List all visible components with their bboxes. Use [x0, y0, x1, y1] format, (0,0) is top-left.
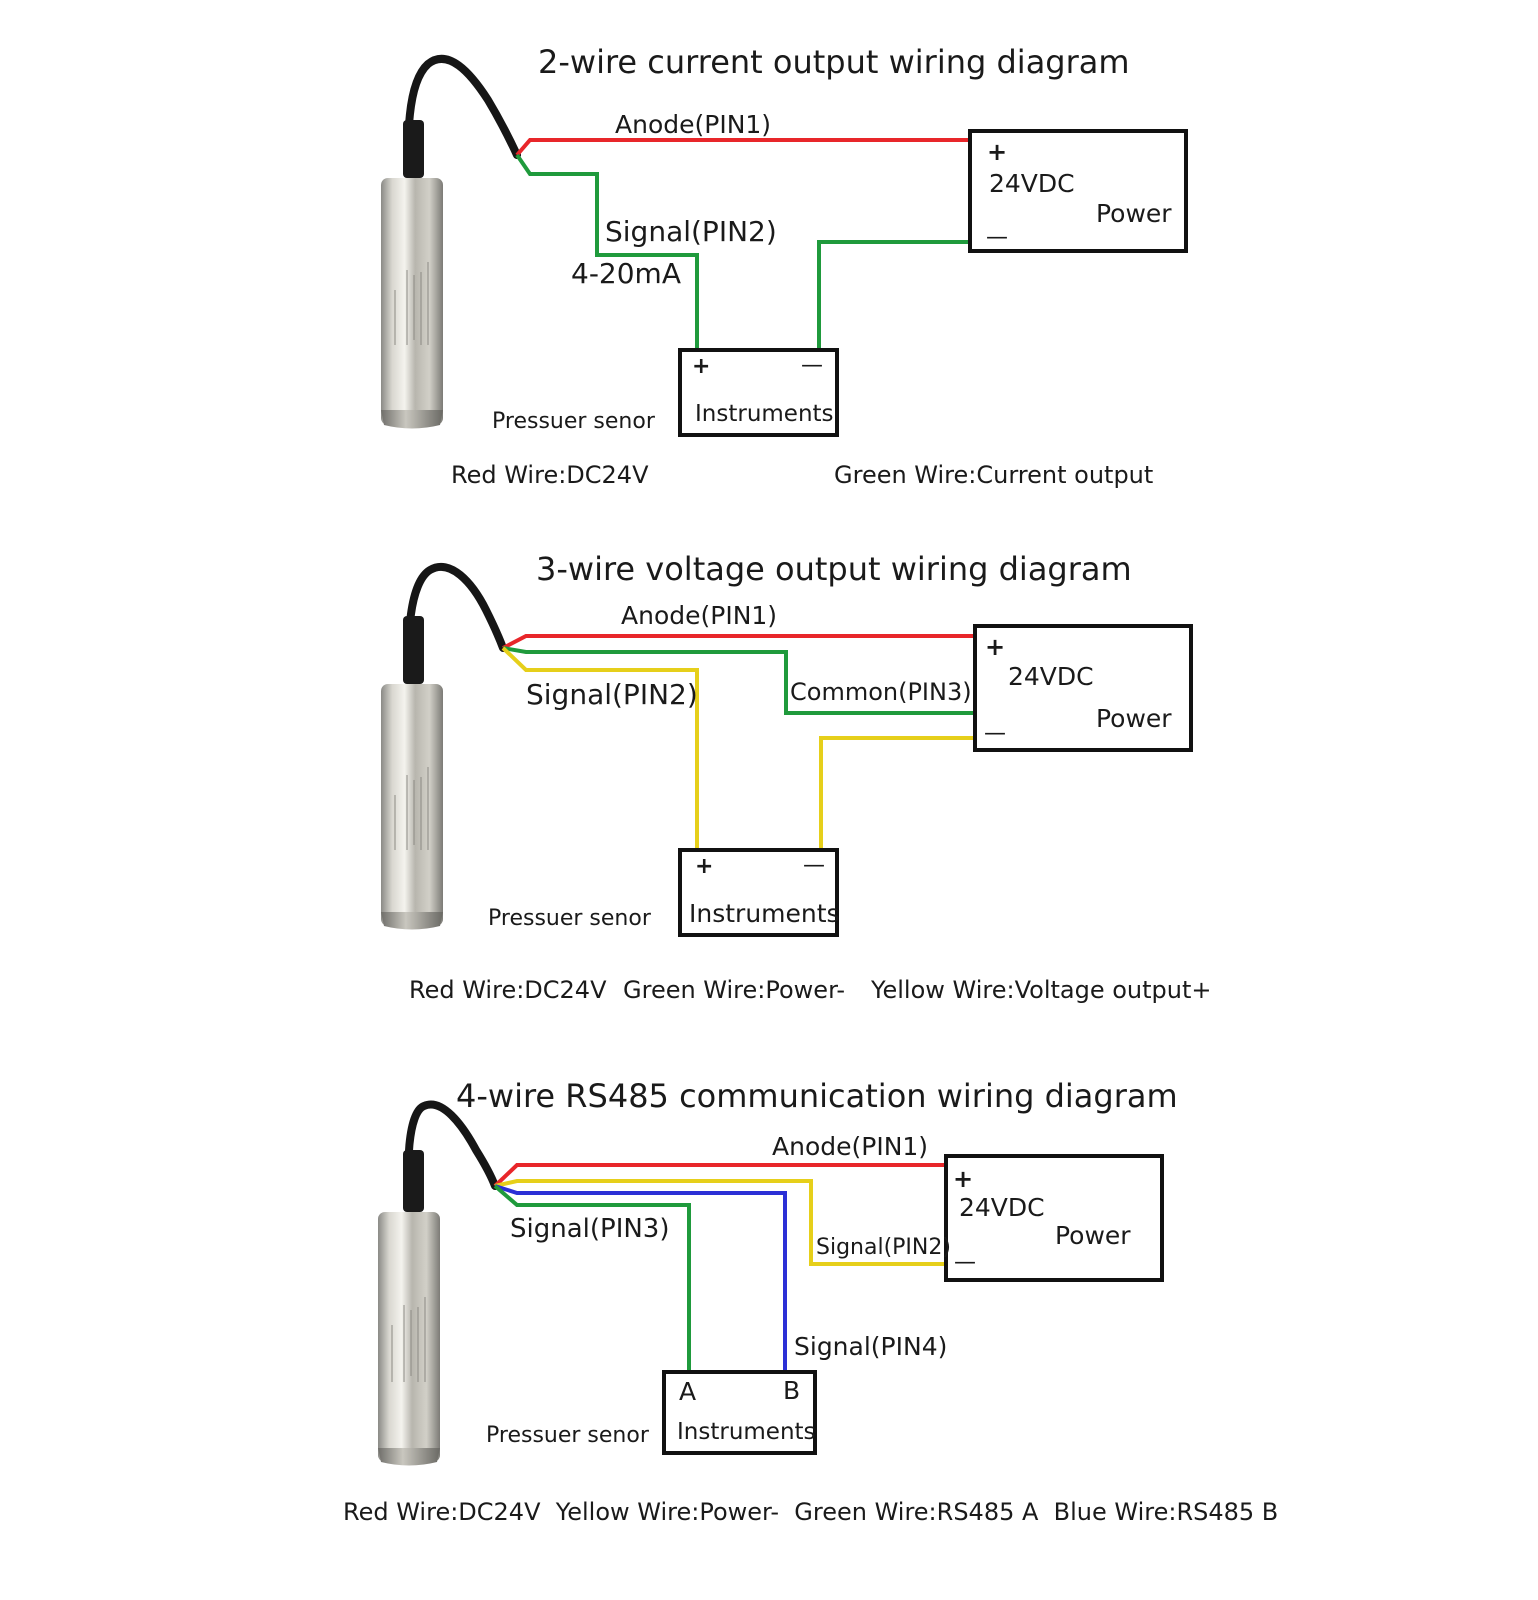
diagram-title: 4-wire RS485 communication wiring diagra…: [456, 1077, 1178, 1115]
legend-red-wire: Red Wire:DC24V: [409, 976, 607, 1004]
red-wire: [493, 1163, 946, 1188]
power-voltage: 24VDC: [959, 1193, 1045, 1222]
green-wire-return: [817, 240, 970, 350]
power-plus: +: [987, 138, 1007, 166]
power-supply-box: + 24VDC Power —: [973, 624, 1193, 752]
red-wire: [502, 634, 975, 650]
instruments-box: + — Instruments: [678, 848, 840, 937]
power-voltage: 24VDC: [1008, 662, 1094, 691]
sensor-body: [381, 684, 443, 926]
current-label: 4-20mA: [571, 257, 681, 290]
power-supply-box: + 24VDC Power —: [968, 129, 1188, 253]
power-label: Power: [1096, 199, 1172, 228]
signal-pin2-label: Signal(PIN2): [816, 1235, 951, 1260]
sensor-engraving: [394, 767, 429, 850]
sensor-tip: [381, 410, 443, 429]
signal-pin4-label: Signal(PIN4): [794, 1332, 947, 1361]
instrument-label: Instruments: [695, 401, 834, 427]
anode-label: Anode(PIN1): [621, 601, 777, 630]
instrument-right-terminal: —: [803, 853, 825, 878]
legend-green-wire: Green Wire:Current output: [834, 461, 1153, 489]
power-plus: +: [953, 1165, 973, 1193]
legend-green-wire: Green Wire:Power-: [623, 976, 845, 1004]
legend-red-wire: Red Wire:DC24V: [451, 461, 649, 489]
instrument-label: Instruments: [689, 899, 840, 928]
common-label: Common(PIN3): [790, 678, 972, 706]
pressure-sensor-icon: [381, 54, 521, 429]
sensor-strain-relief: [403, 616, 424, 684]
instrument-label: Instruments: [677, 1419, 816, 1445]
signal-label: Signal(PIN2): [605, 215, 777, 248]
sensor-engraving: [394, 262, 429, 345]
anode-label: Anode(PIN1): [615, 110, 771, 139]
sensor-tip: [381, 912, 443, 930]
diagram-4-wire: 4-wire RS485 communication wiring diagra…: [343, 1077, 1278, 1526]
sensor-tip: [378, 1448, 440, 1466]
instrument-terminal-b: B: [783, 1376, 800, 1405]
instruments-box: A B Instruments: [662, 1370, 817, 1455]
sensor-body: [381, 178, 443, 425]
power-minus: —: [986, 225, 1008, 250]
legend-yellow-wire: Yellow Wire:Voltage output+: [870, 976, 1212, 1004]
sensor-label: Pressuer senor: [486, 1423, 650, 1448]
power-label: Power: [1096, 704, 1172, 733]
red-wire: [515, 138, 970, 157]
instrument-right-terminal: —: [801, 353, 823, 378]
legend-wires: Red Wire:DC24V Yellow Wire:Power- Green …: [343, 1498, 1278, 1526]
sensor-body: [378, 1212, 440, 1462]
power-voltage: 24VDC: [989, 169, 1075, 198]
green-wire-signal: [515, 153, 699, 350]
sensor-label: Pressuer senor: [492, 409, 656, 434]
power-supply-box: + 24VDC Power —: [944, 1154, 1164, 1282]
instrument-left-terminal: +: [695, 854, 713, 879]
blue-wire: [494, 1184, 787, 1372]
green-wire: [493, 1184, 691, 1372]
sensor-strain-relief: [403, 1150, 424, 1212]
yellow-wire: [494, 1179, 946, 1266]
sensor-cable: [404, 54, 521, 192]
instruments-box: + — Instruments: [678, 348, 839, 437]
signal-label: Signal(PIN2): [526, 678, 698, 711]
signal-pin3-label: Signal(PIN3): [510, 1214, 670, 1244]
diagram-title: 2-wire current output wiring diagram: [538, 43, 1130, 81]
green-wire: [502, 646, 975, 715]
pressure-sensor-icon: [378, 1100, 499, 1466]
pressure-sensor-icon: [381, 562, 507, 930]
sensor-strain-relief: [403, 120, 424, 178]
power-plus: +: [985, 633, 1005, 661]
power-label: Power: [1055, 1221, 1131, 1250]
power-minus: —: [954, 1250, 976, 1275]
power-minus: —: [984, 721, 1006, 746]
diagram-3-wire: 3-wire voltage output wiring diagram + 2…: [381, 550, 1212, 1004]
instrument-terminal-a: A: [679, 1377, 696, 1406]
yellow-wire-signal: [501, 646, 699, 850]
sensor-engraving: [391, 1297, 426, 1382]
anode-label: Anode(PIN1): [772, 1132, 928, 1161]
diagram-2-wire: 2-wire current output wiring diagram + 2…: [381, 43, 1188, 489]
diagram-title: 3-wire voltage output wiring diagram: [536, 550, 1132, 588]
yellow-wire-return: [819, 736, 975, 850]
sensor-label: Pressuer senor: [488, 906, 652, 931]
instrument-left-terminal: +: [692, 354, 710, 379]
